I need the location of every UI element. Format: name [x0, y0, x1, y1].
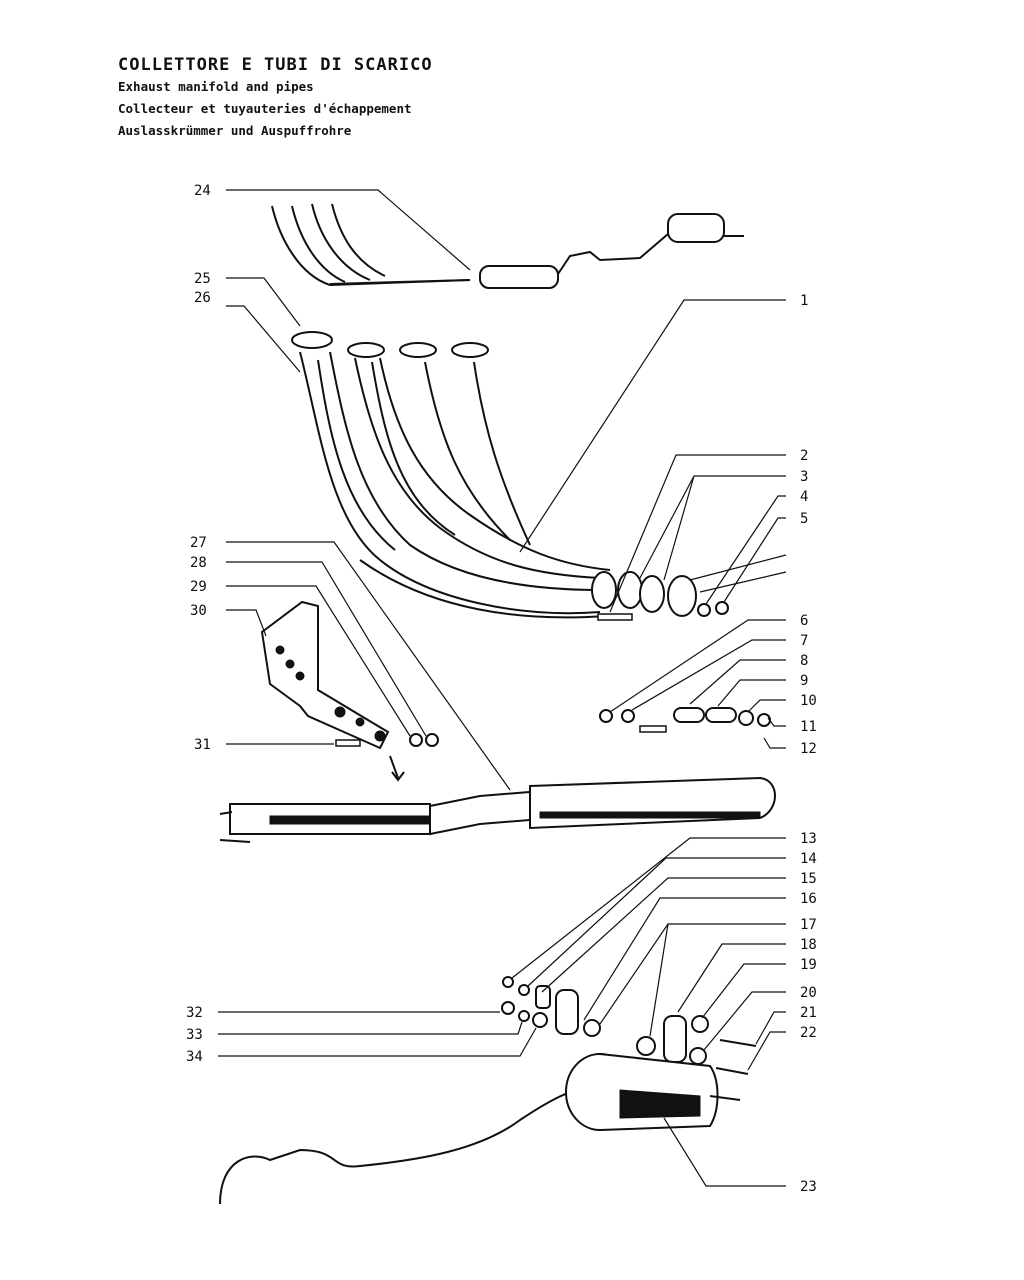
callout-19: 19: [800, 957, 817, 973]
callout-23: 23: [800, 1179, 817, 1195]
callout-12: 12: [800, 741, 817, 757]
overview-exhaust-assembly: [271, 203, 744, 289]
callout-11: 11: [800, 719, 817, 735]
front-pipe-and-silencer: [219, 776, 776, 843]
callout-28: 28: [190, 555, 207, 571]
callout-34: 34: [186, 1049, 203, 1065]
hanger-hardware: [599, 707, 771, 733]
callout-15: 15: [800, 871, 817, 887]
callout-17: 17: [800, 917, 817, 933]
callout-26: 26: [194, 290, 211, 306]
callout-5: 5: [800, 511, 808, 527]
leader-lines: [218, 189, 787, 1187]
callout-22: 22: [800, 1025, 817, 1041]
flange-gasket: [291, 331, 333, 349]
callout-31: 31: [194, 737, 211, 753]
mounting-bracket: [260, 600, 439, 782]
title-block: COLLETTORE E TUBI DI SCARICO Exhaust man…: [118, 54, 433, 142]
title-english: Exhaust manifold and pipes: [118, 79, 314, 94]
title-french: Collecteur et tuyauteries d'échappement: [118, 101, 412, 116]
title-german: Auslasskrümmer und Auspuffrohre: [118, 123, 352, 138]
callout-10: 10: [800, 693, 817, 709]
callout-13: 13: [800, 831, 817, 847]
callout-24: 24: [194, 183, 211, 199]
callout-4: 4: [800, 489, 808, 505]
rear-silencer: [219, 1053, 741, 1205]
callout-18: 18: [800, 937, 817, 953]
title-italian: COLLETTORE E TUBI DI SCARICO: [118, 55, 433, 75]
callout-7: 7: [800, 633, 808, 649]
rear-clamps-hardware: [501, 976, 757, 1075]
callout-30: 30: [190, 603, 207, 619]
callout-21: 21: [800, 1005, 817, 1021]
callout-29: 29: [190, 579, 207, 595]
callout-33: 33: [186, 1027, 203, 1043]
callout-1: 1: [800, 293, 808, 309]
callout-6: 6: [800, 613, 808, 629]
callout-14: 14: [800, 851, 817, 867]
callout-16: 16: [800, 891, 817, 907]
callout-25: 25: [194, 271, 211, 287]
flange-hardware: [591, 571, 729, 621]
callout-3: 3: [800, 469, 808, 485]
exhaust-manifold: [291, 331, 611, 619]
callout-27: 27: [190, 535, 207, 551]
callout-labels: 1 2 3 4 5 6 7 8 9 10 11 12 13 14 15 16 1…: [186, 183, 817, 1195]
callout-2: 2: [800, 448, 808, 464]
callout-20: 20: [800, 985, 817, 1001]
callout-32: 32: [186, 1005, 203, 1021]
callout-8: 8: [800, 653, 808, 669]
callout-9: 9: [800, 673, 808, 689]
